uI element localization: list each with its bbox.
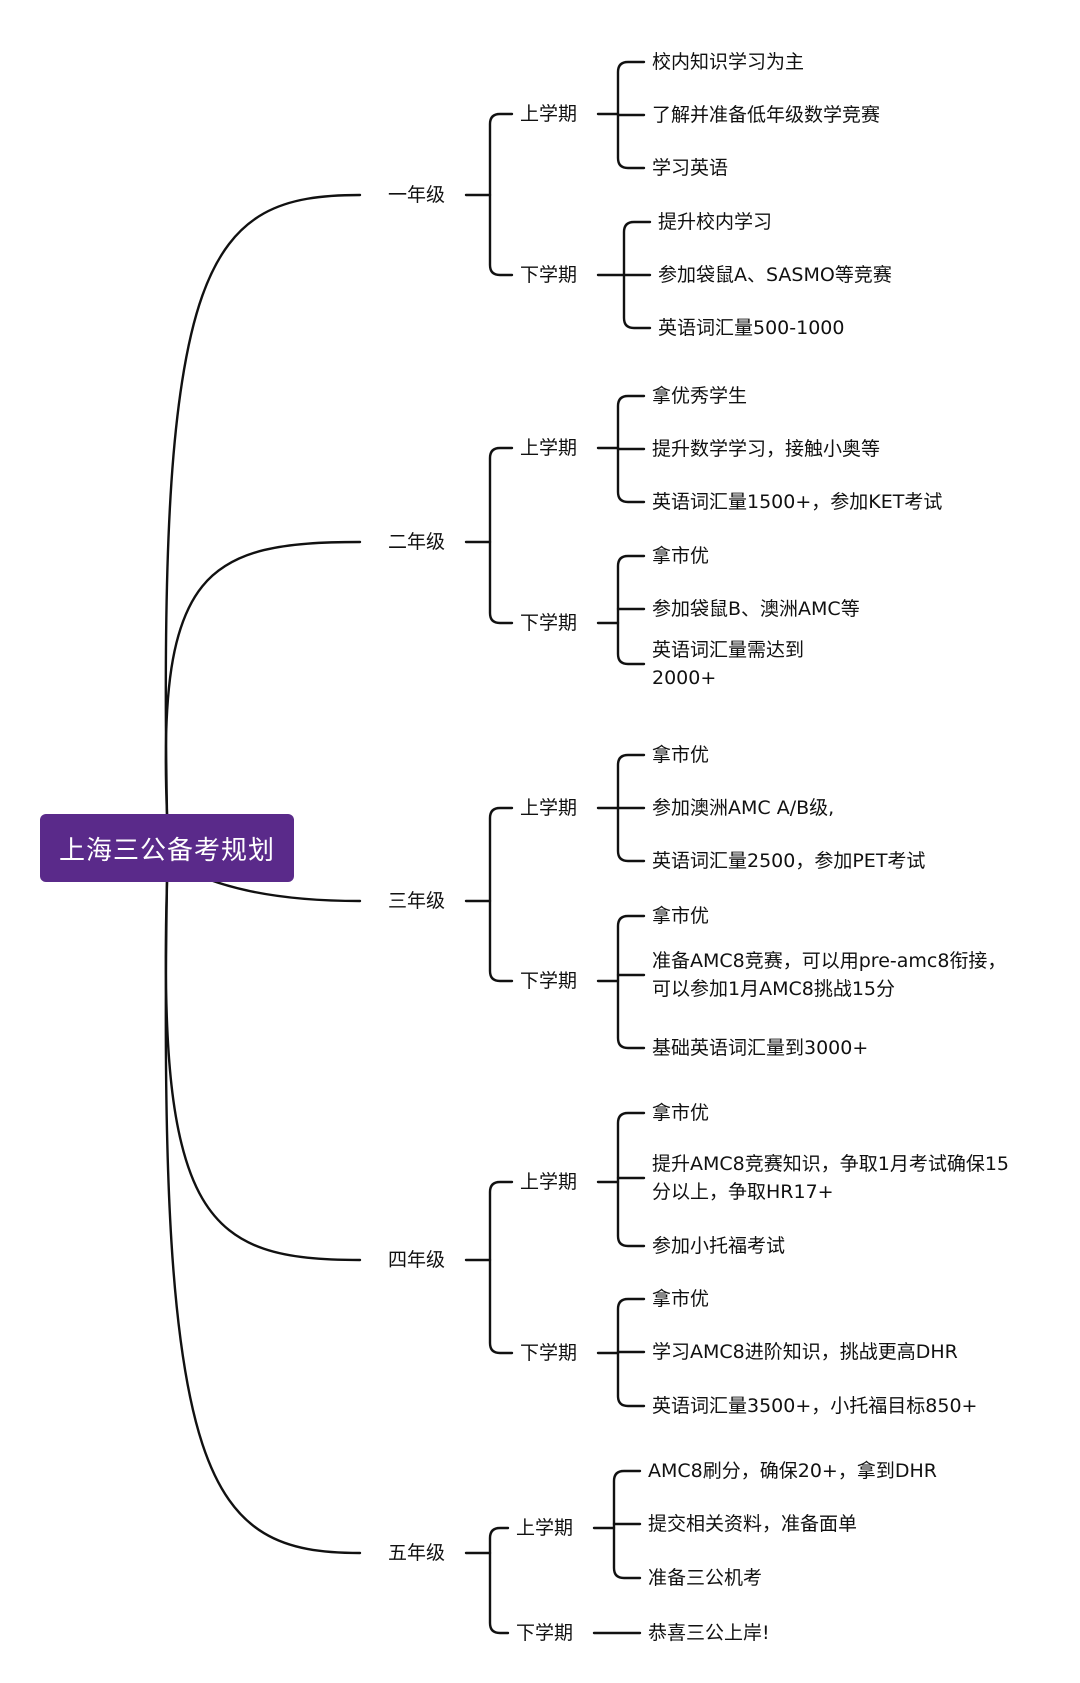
plan-item[interactable]: 准备AMC8竞赛，可以用pre-amc8衔接， 可以参加1月AMC8挑战15分	[652, 950, 1007, 1000]
term-node[interactable]: 下学期	[520, 264, 578, 286]
bracket-connector	[616, 1111, 646, 1248]
term-node[interactable]: 上学期	[520, 1171, 578, 1193]
grade-curve	[164, 880, 362, 1555]
bracket-connector	[488, 112, 514, 277]
bracket-connector	[488, 806, 514, 983]
plan-item[interactable]: 英语词汇量1500+，参加KET考试	[652, 491, 943, 513]
plan-item[interactable]: 参加小托福考试	[652, 1235, 786, 1257]
term-node[interactable]: 上学期	[520, 797, 578, 819]
plan-item[interactable]: 了解并准备低年级数学竞赛	[652, 104, 881, 126]
plan-item[interactable]: 基础英语词汇量到3000+	[652, 1037, 869, 1059]
term-node[interactable]: 上学期	[516, 1517, 574, 1539]
grade-curve	[164, 540, 362, 816]
plan-item[interactable]: 提交相关资料，准备面单	[648, 1513, 858, 1535]
plan-item[interactable]: 英语词汇量500-1000	[658, 317, 845, 339]
grade-node[interactable]: 四年级	[388, 1249, 446, 1271]
term-node[interactable]: 上学期	[520, 437, 578, 459]
plan-item[interactable]: 学习英语	[652, 157, 729, 179]
grade-node[interactable]: 一年级	[388, 184, 446, 206]
plan-item[interactable]: 学习AMC8进阶知识，挑战更高DHR	[652, 1341, 958, 1363]
term-node[interactable]: 下学期	[520, 612, 578, 634]
grade-curve	[164, 880, 362, 1262]
plan-item[interactable]: 参加袋鼠B、澳洲AMC等	[652, 598, 860, 620]
plan-item[interactable]: 提升AMC8竞赛知识，争取1月考试确保15 分以上，争取HR17+	[652, 1153, 1010, 1203]
plan-item[interactable]: 校内知识学习为主	[652, 51, 805, 73]
plan-item[interactable]: 英语词汇量需达到 2000+	[652, 639, 805, 689]
plan-item[interactable]: 拿市优	[652, 1102, 710, 1124]
plan-item[interactable]: 提升数学学习，接触小奥等	[652, 438, 881, 460]
plan-item[interactable]: 参加袋鼠A、SASMO等竞赛	[658, 264, 892, 286]
bracket-connector	[488, 1526, 510, 1635]
bracket-connector	[488, 446, 514, 625]
term-node[interactable]: 下学期	[520, 1342, 578, 1364]
plan-item[interactable]: 提升校内学习	[658, 211, 773, 233]
bracket-connector	[616, 914, 646, 1050]
root-node[interactable]: 上海三公备考规划	[40, 814, 294, 882]
plan-item[interactable]: 英语词汇量2500，参加PET考试	[652, 850, 926, 872]
term-node[interactable]: 下学期	[520, 970, 578, 992]
grade-curve	[164, 193, 362, 816]
plan-item[interactable]: 拿市优	[652, 744, 710, 766]
grade-node[interactable]: 三年级	[388, 890, 446, 912]
plan-item[interactable]: 拿市优	[652, 1288, 710, 1310]
plan-item[interactable]: 拿市优	[652, 545, 710, 567]
plan-item[interactable]: 拿优秀学生	[652, 385, 748, 407]
plan-item[interactable]: 参加澳洲AMC A/B级,	[652, 797, 835, 819]
plan-item[interactable]: 准备三公机考	[648, 1567, 763, 1589]
grade-node[interactable]: 五年级	[388, 1542, 446, 1564]
grade-node[interactable]: 二年级	[388, 531, 446, 553]
plan-item[interactable]: 拿市优	[652, 905, 710, 927]
bracket-connector	[488, 1180, 514, 1355]
plan-item[interactable]: AMC8刷分，确保20+，拿到DHR	[648, 1460, 937, 1482]
term-node[interactable]: 上学期	[520, 103, 578, 125]
plan-item[interactable]: 恭喜三公上岸!	[648, 1622, 770, 1644]
term-node[interactable]: 下学期	[516, 1622, 574, 1644]
plan-item[interactable]: 英语词汇量3500+，小托福目标850+	[652, 1395, 978, 1417]
